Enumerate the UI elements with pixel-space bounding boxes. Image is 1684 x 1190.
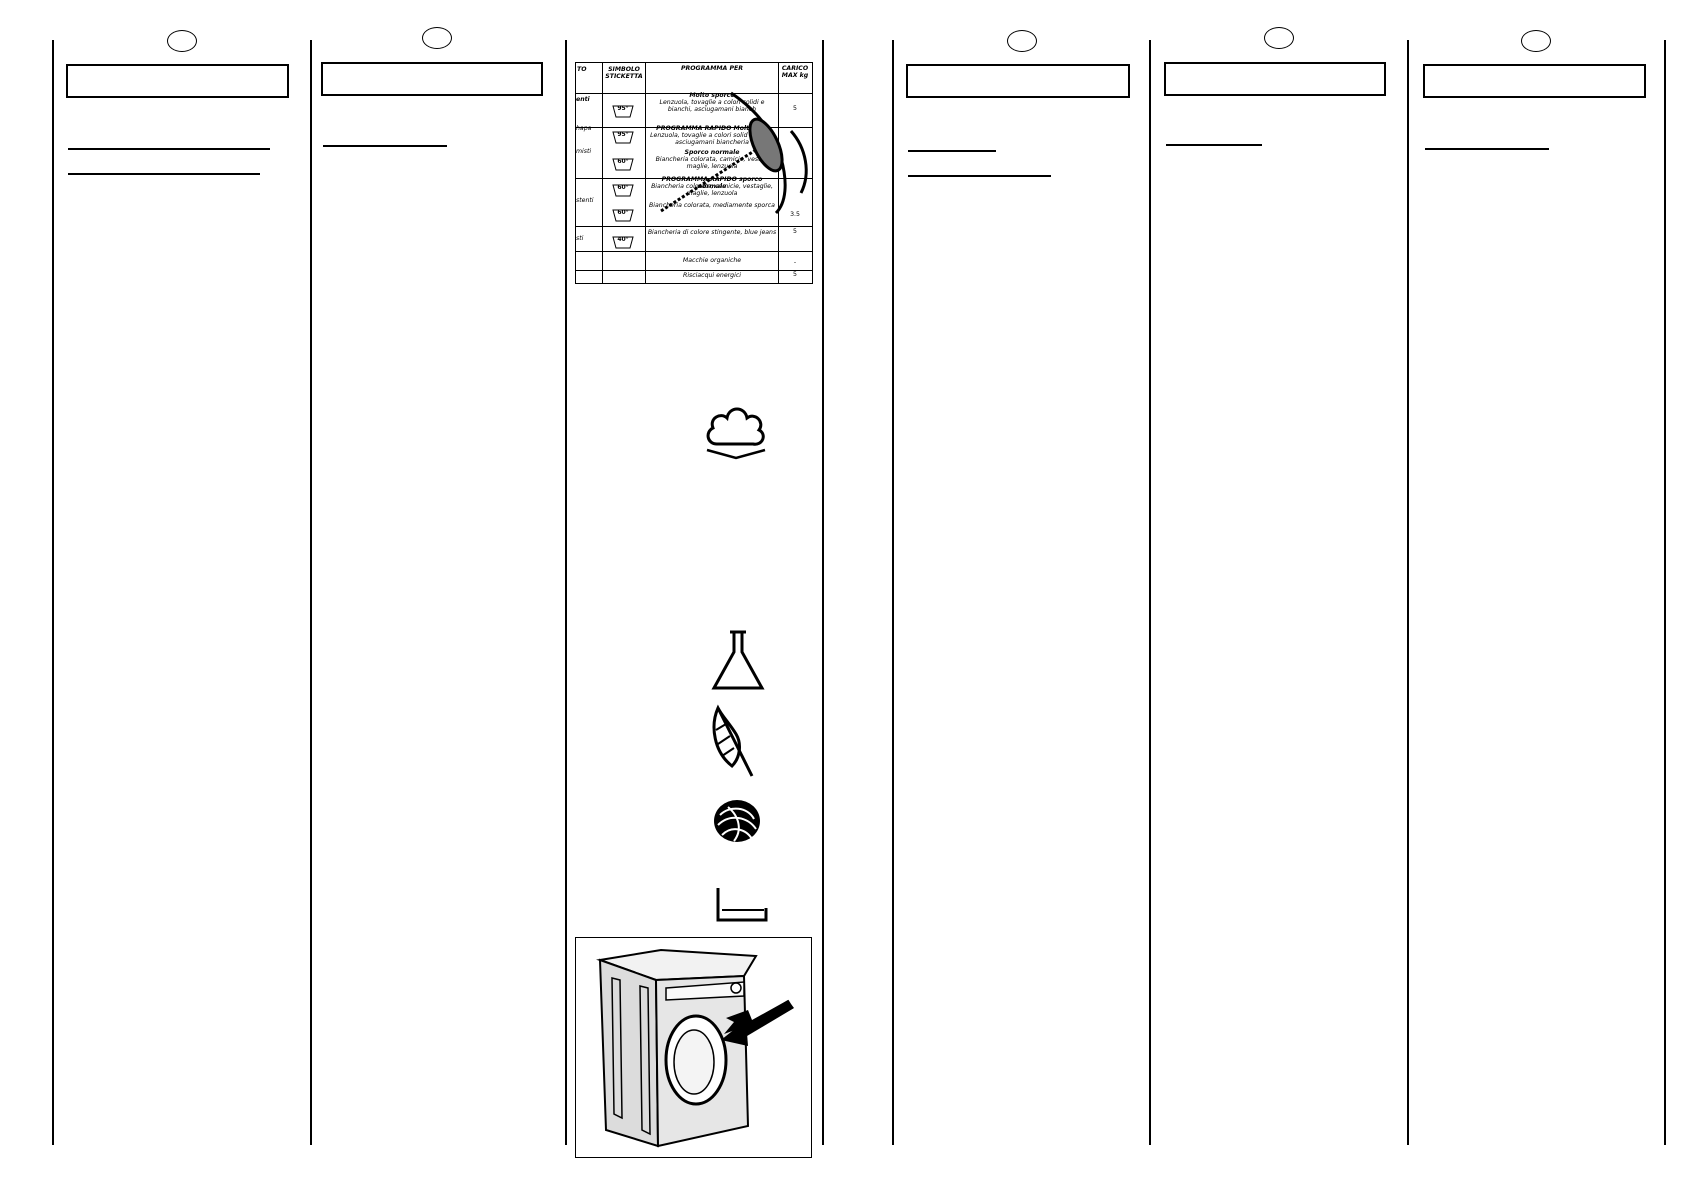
column-rule-3 (565, 40, 567, 1145)
language-badge-5 (1521, 30, 1551, 52)
column-rule-4 (822, 40, 824, 1145)
wash-temp-label-6: 40° (612, 234, 634, 249)
header-col2: SIMBOLO STICKETTA (605, 66, 643, 80)
wash-temp-label-1: 95° (612, 103, 634, 118)
wash-temp-label-5: 60° (612, 207, 634, 222)
wash-temp-label-3: 60° (612, 156, 634, 171)
heading-box-2 (321, 62, 543, 96)
row1-max: 5 (793, 105, 797, 112)
underline-4a (1166, 144, 1262, 146)
underline-3b (908, 175, 1051, 177)
flask-icon (711, 630, 765, 690)
heading-box-3 (906, 64, 1130, 98)
basin-icon (716, 888, 768, 922)
program-table: TO SIMBOLO STICKETTA PROGRAMMA PER CARIC… (575, 62, 813, 284)
row6-max: 5 (793, 228, 797, 235)
row3-desc: Biancheria colorata, camicie, vestiti, m… (655, 156, 769, 170)
heading-box-1 (66, 64, 289, 98)
feather-icon (712, 704, 754, 777)
underline-3a (908, 150, 996, 152)
row1-title: Molto sporco (689, 92, 735, 99)
row5-desc: Biancheria colorata, mediamente sporca (649, 202, 775, 209)
row7-desc: Macchie organiche (682, 257, 742, 264)
underline-1b (68, 173, 260, 175)
row5-max: 3.5 (790, 211, 800, 218)
row6-desc: Biancheria di colore stingente, blue jea… (647, 229, 777, 236)
label-tag-overlay (660, 91, 808, 215)
row2-side: hapa (576, 125, 592, 132)
column-rule-1 (52, 40, 54, 1145)
row5-side: stenti (576, 197, 594, 204)
header-col1: TO (577, 66, 587, 73)
header-col3: PROGRAMMA PER (681, 65, 743, 72)
row8-desc: Risciacqui energici (683, 272, 741, 279)
heading-box-5 (1423, 64, 1646, 98)
underline-5a (1425, 148, 1549, 150)
row3-title: Sporco normale (684, 149, 740, 156)
row2-desc: Lenzuola, tovaglie a colori solid bianch… (650, 132, 774, 146)
row4-desc: Biancheria colorata, camicie, vestaglie,… (651, 183, 773, 197)
column-rule-7 (1407, 40, 1409, 1145)
row2-title: PROGRAMMA RAPIDO Molto spo (656, 125, 768, 132)
column-rule-6 (1149, 40, 1151, 1145)
header-col4: CARICO MAX kg (781, 65, 809, 79)
underline-1a (68, 148, 270, 150)
cotton-cloud-icon (706, 407, 766, 460)
row1-desc: Lenzuola, tovaglie a colori solidi e bia… (659, 99, 765, 113)
language-badge-4 (1264, 27, 1294, 49)
row8-max: 5 (793, 271, 797, 278)
wash-temp-label-4: 60° (612, 182, 634, 197)
column-rule-2 (310, 40, 312, 1145)
column-rule-5 (892, 40, 894, 1145)
row3-side: misti (576, 148, 592, 155)
row7-max: - (793, 259, 797, 266)
washing-machine-figure (575, 937, 812, 1158)
wool-ball-icon (714, 800, 760, 842)
wash-temp-label-2: 95° (612, 129, 634, 144)
underline-2a (323, 145, 447, 147)
language-badge-2 (422, 27, 452, 49)
heading-box-4 (1164, 62, 1386, 96)
row4-title: PROGRAMMA RAPIDO sporco normale (661, 176, 763, 190)
row6-side: sti (576, 235, 584, 242)
row1-side: enti (576, 96, 590, 103)
language-badge-1 (167, 30, 197, 52)
language-badge-3 (1007, 30, 1037, 52)
column-rule-8 (1664, 40, 1666, 1145)
